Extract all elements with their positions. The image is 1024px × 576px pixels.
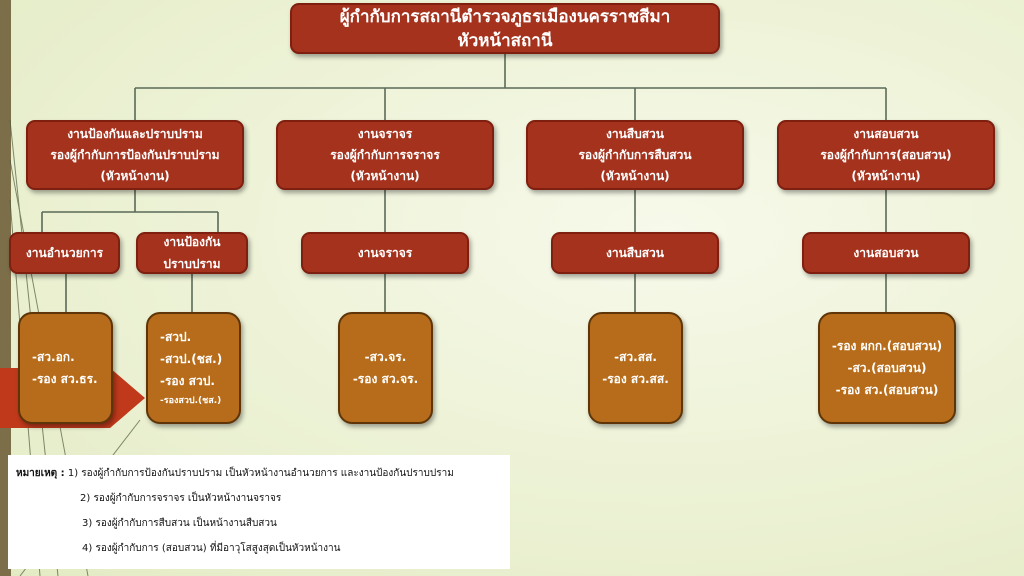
unit-traffic: งานจราจร	[301, 232, 469, 274]
division-role: (หัวหน้างาน)	[600, 168, 670, 183]
note-text: 4) รองผู้กำกับการ (สอบสวน) ที่มีอาวุโสสู…	[82, 543, 341, 554]
division-role: (หัวหน้างาน)	[851, 168, 921, 183]
division-name: งานสอบสวน	[853, 126, 919, 141]
division-deputy: รองผู้กำกับการสืบสวน	[578, 147, 692, 162]
unit-investigation: งานสืบสวน	[551, 232, 719, 274]
staff-line: -รอง สว.(สอบสวน)	[835, 383, 939, 397]
left-edge-bar	[0, 0, 11, 576]
staff-inquiry: -รอง ผกก.(สอบสวน) -สว.(สอบสวน) -รอง สว.(…	[818, 312, 956, 424]
division-traffic: งานจราจร รองผู้กำกับการจราจร (หัวหน้างาน…	[276, 120, 494, 190]
unit-suppression: งานป้องกัน ปราบปราม	[136, 232, 248, 274]
staff-line: -รองสวป.(ชส.)	[160, 396, 222, 406]
notes-panel: หมายเหตุ : 1) รองผู้กำกับการป้องกันปราบป…	[8, 455, 510, 569]
head-box: ผู้กำกับการสถานีตำรวจภูธรเมืองนครราชสีมา…	[290, 3, 720, 54]
unit-label: งานสอบสวน	[853, 246, 919, 260]
staff-admin: -สว.อก. -รอง สว.ธร.	[18, 312, 113, 424]
division-role: (หัวหน้างาน)	[100, 168, 170, 183]
division-deputy: รองผู้กำกับการป้องกันปราบปราม	[50, 147, 220, 162]
staff-investigation: -สว.สส. -รอง สว.สส.	[588, 312, 683, 424]
unit-inquiry: งานสอบสวน	[802, 232, 970, 274]
division-prevention: งานป้องกันและปราบปราม รองผู้กำกับการป้อง…	[26, 120, 244, 190]
unit-label: งานอำนวยการ	[25, 246, 104, 260]
division-inquiry: งานสอบสวน รองผู้กำกับการ(สอบสวน) (หัวหน้…	[777, 120, 995, 190]
note-row-4: 4) รองผู้กำกับการ (สอบสวน) ที่มีอาวุโสสู…	[16, 536, 502, 561]
unit-label: งานสืบสวน	[605, 246, 664, 260]
division-deputy: รองผู้กำกับการจราจร	[330, 147, 440, 162]
unit-admin: งานอำนวยการ	[9, 232, 120, 274]
note-text: 2) รองผู้กำกับการจราจร เป็นหัวหน้างานจรา…	[80, 493, 282, 504]
unit-label-line1: งานป้องกัน	[163, 235, 221, 249]
staff-line: -สว.อก.	[32, 350, 75, 364]
division-name: งานป้องกันและปราบปราม	[67, 126, 203, 141]
notes-label: หมายเหตุ :	[16, 468, 65, 479]
staff-line: -รอง สว.สส.	[602, 372, 669, 386]
division-name: งานจราจร	[357, 126, 413, 141]
staff-traffic: -สว.จร. -รอง สว.จร.	[338, 312, 433, 424]
note-row-1: หมายเหตุ : 1) รองผู้กำกับการป้องกันปราบป…	[16, 461, 502, 486]
division-name: งานสืบสวน	[605, 126, 664, 141]
division-investigation: งานสืบสวน รองผู้กำกับการสืบสวน (หัวหน้าง…	[526, 120, 744, 190]
note-text: 1) รองผู้กำกับการป้องกันปราบปราม เป็นหัว…	[67, 468, 454, 479]
division-role: (หัวหน้างาน)	[350, 168, 420, 183]
unit-label-line2: ปราบปราม	[163, 257, 221, 271]
staff-line: -รอง สว.จร.	[352, 372, 419, 386]
staff-line: -สว.(สอบสวน)	[847, 361, 927, 375]
note-row-2: 2) รองผู้กำกับการจราจร เป็นหัวหน้างานจรา…	[16, 486, 502, 511]
staff-line: -สวป.(ชส.)	[160, 352, 223, 366]
staff-line: -สว.จร.	[364, 350, 407, 364]
head-subtitle: หัวหน้าสถานี	[457, 30, 553, 51]
unit-label: งานจราจร	[357, 246, 413, 260]
head-title: ผู้กำกับการสถานีตำรวจภูธรเมืองนครราชสีมา	[339, 6, 671, 27]
note-text: 3) รองผู้กำกับการสืบสวน เป็นหน้างานสืบสว…	[82, 518, 277, 529]
division-deputy: รองผู้กำกับการ(สอบสวน)	[820, 147, 952, 162]
staff-line: -รอง สว.ธร.	[32, 372, 98, 386]
staff-line: -รอง สวป.	[160, 374, 215, 388]
note-row-3: 3) รองผู้กำกับการสืบสวน เป็นหน้างานสืบสว…	[16, 511, 502, 536]
staff-suppression: -สวป. -สวป.(ชส.) -รอง สวป. -รองสวป.(ชส.)	[146, 312, 241, 424]
staff-line: -รอง ผกก.(สอบสวน)	[831, 339, 943, 353]
staff-line: -สวป.	[160, 330, 192, 344]
staff-line: -สว.สส.	[614, 350, 657, 364]
